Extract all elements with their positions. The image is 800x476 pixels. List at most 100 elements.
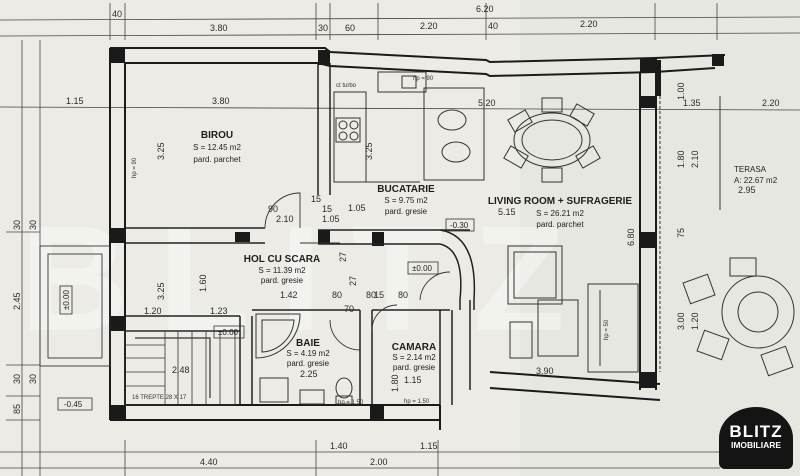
dimension-lines-top	[0, 3, 800, 111]
dim-misc: 27	[348, 276, 358, 286]
logo-subtext: IMOBILIARE	[730, 440, 782, 450]
dim-interior: 2.48	[172, 365, 190, 375]
dim-top: 2.20	[580, 19, 598, 29]
door-swings	[264, 192, 451, 351]
dim-misc: 1.15	[404, 375, 422, 385]
dim-row2: 3.80	[212, 96, 230, 106]
room-floor: pard. gresie	[385, 207, 428, 216]
room-terasa: TERASA A: 22.67 m2	[734, 165, 778, 185]
room-name: BAIE	[296, 338, 320, 349]
left-porch	[39, 245, 111, 367]
dim-right: 6.80	[626, 228, 636, 246]
dim-left: 2.45	[12, 292, 22, 310]
room-area: S = 11.39 m2	[258, 266, 306, 275]
dim-right: 75	[676, 228, 686, 238]
dim-top: 6.20	[476, 4, 494, 14]
blitz-logo: BLITZ IMOBILIARE	[719, 407, 793, 469]
room-bucatarie: BUCATARIE S = 9.75 m2 pard. gresie	[377, 184, 435, 216]
room-baie: BAIE S = 4.19 m2 pard. gresie	[286, 338, 330, 368]
kitchen-fixtures	[333, 71, 485, 183]
dim-interior: 80	[332, 290, 342, 300]
dim-top: 40	[488, 21, 498, 31]
room-area: S = 12.45 m2	[193, 143, 241, 152]
dim-left: 30	[12, 220, 22, 230]
dim-right: 3.00	[676, 312, 686, 330]
dim-row2: 5.20	[478, 98, 496, 108]
room-floor: pard. parchet	[193, 155, 241, 164]
logo-text: BLITZ	[729, 422, 783, 441]
dim-misc: 90	[268, 204, 278, 214]
room-area: S = 4.19 m2	[286, 349, 330, 358]
dim-left: 30	[28, 374, 38, 384]
living-sofas	[507, 245, 639, 373]
dim-interior: 1.42	[280, 290, 298, 300]
dim-interior: 70	[344, 304, 354, 314]
dim-misc: 1.80	[390, 374, 400, 392]
dim-right: 2.95	[738, 185, 756, 195]
dim-bottom: 1.40	[330, 441, 348, 451]
room-hol: HOL CU SCARA S = 11.39 m2 pard. gresie	[244, 254, 320, 285]
dim-vertical: 1.60	[198, 274, 208, 292]
dim-row2: 1.35	[683, 98, 701, 108]
room-name: BIROU	[201, 130, 233, 141]
room-camara: CAMARA S = 2.14 m2 pard. gresie	[392, 342, 436, 372]
dim-interior: 1.05	[348, 203, 366, 213]
annotation: hp = 50	[604, 319, 610, 340]
annotation: hp = 1.50	[404, 399, 430, 405]
room-area: S = 26.21 m2	[536, 209, 584, 218]
dim-interior: 1.23	[210, 306, 228, 316]
dim-bottom: 2.00	[370, 457, 388, 467]
dim-left: 30	[28, 220, 38, 230]
dim-right: 2.10	[690, 150, 700, 168]
stairs-label: 16 TREPTE 28 X 17	[132, 395, 187, 401]
dim-row2: 2.20	[762, 98, 780, 108]
dim-misc: 2.25	[300, 369, 318, 379]
dim-vertical: 3.25	[364, 142, 374, 160]
dining-table	[503, 97, 601, 183]
dim-misc: 2.10	[276, 214, 294, 224]
watermark: BLITZ	[20, 194, 595, 362]
dim-bottom: 1.15	[420, 441, 438, 451]
room-name: BUCATARIE	[377, 184, 435, 195]
annotation: hp = 1.50	[338, 400, 364, 406]
room-name: LIVING ROOM + SUFRAGERIE	[488, 196, 633, 207]
dim-left: 85	[12, 404, 22, 414]
dim-interior: 1.20	[144, 306, 162, 316]
dim-misc: 27	[338, 252, 348, 262]
room-birou: BIROU S = 12.45 m2 pard. parchet	[193, 130, 241, 164]
dim-top: 40	[112, 9, 122, 19]
dim-top: 30	[318, 23, 328, 33]
annotation: hp = 90	[413, 76, 434, 82]
level-baie: ±0.00	[218, 328, 239, 337]
level-markers	[57, 218, 475, 411]
room-living: LIVING ROOM + SUFRAGERIE S = 26.21 m2 pa…	[488, 196, 633, 229]
dim-right: 3.90	[536, 366, 554, 376]
level-hol: ±0.00	[412, 264, 433, 273]
dim-misc: 15	[374, 290, 384, 300]
annotation: ct turbo	[336, 83, 357, 89]
room-area: S = 9.75 m2	[384, 196, 428, 205]
dim-vertical: 3.25	[156, 282, 166, 300]
terrace-furniture	[659, 96, 795, 377]
dim-right: 1.20	[690, 312, 700, 330]
dim-left: 30	[12, 374, 22, 384]
room-name: TERASA	[734, 165, 767, 174]
level-left: ±0.00	[62, 289, 71, 310]
dim-interior: 80	[398, 290, 408, 300]
annotation: hp = 90	[132, 157, 138, 178]
dim-misc: 15	[311, 194, 321, 204]
dim-top: 3.80	[210, 23, 228, 33]
room-area: A: 22.67 m2	[734, 176, 778, 185]
room-name: HOL CU SCARA	[244, 254, 320, 265]
dim-right: 1.80	[676, 150, 686, 168]
room-floor: pard. parchet	[536, 220, 584, 229]
room-floor: pard. gresie	[393, 363, 436, 372]
room-floor: pard. gresie	[261, 276, 304, 285]
dim-bottom: 4.40	[200, 457, 218, 467]
room-floor: pard. gresie	[287, 359, 330, 368]
dim-vertical: 3.25	[156, 142, 166, 160]
dim-right: 5.15	[498, 207, 516, 217]
dimension-lines-bottom	[0, 440, 720, 476]
bathroom-fixtures	[255, 313, 353, 405]
